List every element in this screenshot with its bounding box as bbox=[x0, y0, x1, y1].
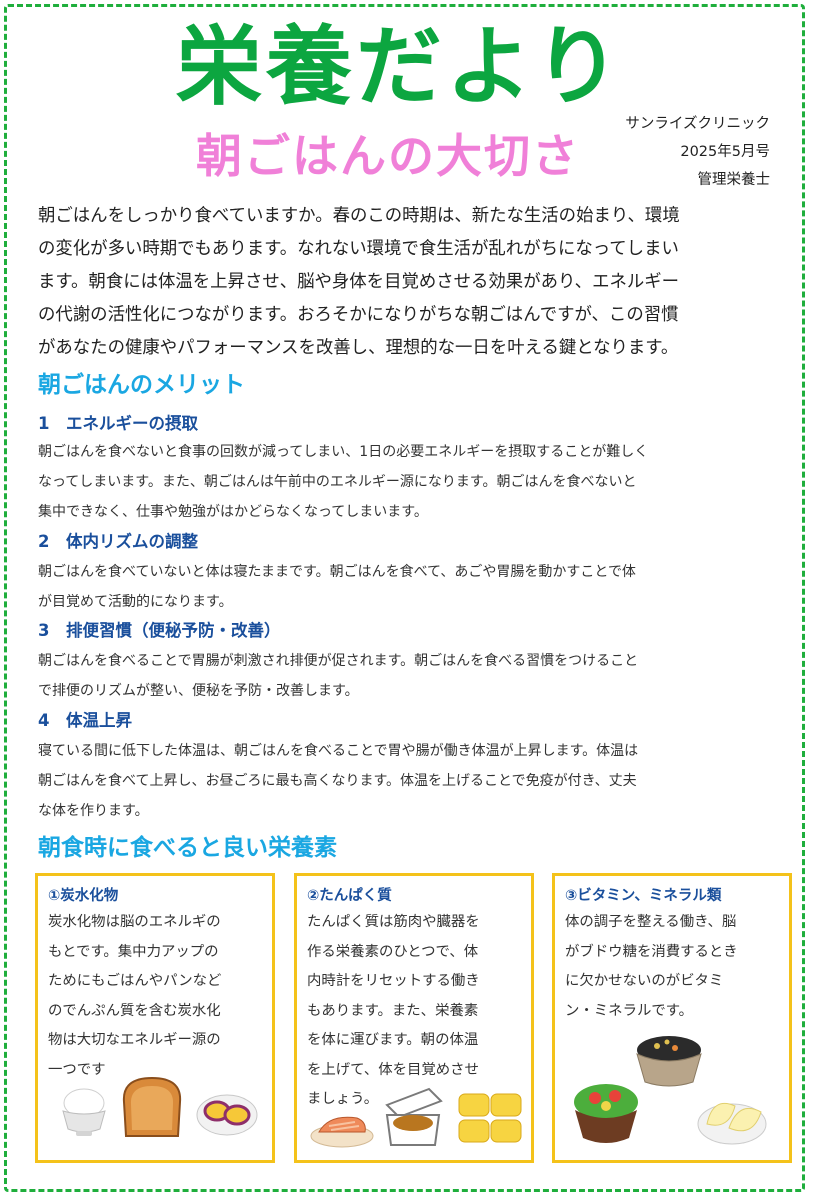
nutrient-line: を体に運びます。朝の体温 bbox=[307, 1032, 479, 1048]
nutrient-line: たんぱく質は筋肉や臓器を bbox=[307, 914, 480, 930]
article-subtitle: 朝ごはんの大切さ bbox=[196, 129, 580, 183]
nutrient-line: もあります。また、栄養素 bbox=[307, 1002, 479, 1019]
merits-heading: 朝ごはんのメリット bbox=[38, 372, 245, 398]
merit-line: が目覚めて活動的になります。 bbox=[38, 594, 233, 610]
merit-title-text: 排便習慣（便秘予防・改善） bbox=[66, 621, 281, 640]
nutrients-heading: 朝食時に食べると良い栄養素 bbox=[38, 835, 337, 861]
author-role: 管理栄養士 bbox=[697, 172, 771, 188]
nutrient-line: 物は大切なエネルギー源の bbox=[48, 1032, 221, 1048]
merit-title-text: 体内リズムの調整 bbox=[66, 532, 198, 551]
clinic-name: サンライズクリニック bbox=[625, 116, 770, 132]
intro-line: ます。朝食には体温を上昇させ、脳や身体を目覚めさせる効果があり、エネルギー bbox=[38, 272, 680, 292]
merit-number: 4 bbox=[38, 711, 50, 730]
merit-text: 朝ごはんを食べないと食事の回数が減ってしまい、1日の必要エネルギーを摂取すること… bbox=[38, 437, 778, 527]
nutrient-line: ためにもごはんやパンなど bbox=[48, 973, 222, 989]
merit-line: なってしまいます。また、朝ごはんは午前中のエネルギー源になります。朝ごはんを食べ… bbox=[38, 474, 637, 490]
merit-line: 朝ごはんを食べて上昇し、お昼ごろに最も高くなります。体温を上げることで免疫が付き… bbox=[38, 773, 637, 789]
apple-slices-icon bbox=[697, 1102, 767, 1145]
merit-text: 朝ごはんを食べることで胃腸が刺激され排便が促されます。朝ごはんを食べる習慣をつけ… bbox=[38, 646, 778, 706]
merit-number: 1 bbox=[38, 414, 50, 433]
merit-number: 2 bbox=[38, 532, 50, 551]
intro-paragraph: 朝ごはんをしっかり食べていますか。春のこの時期は、新たな生活の始まり、環境 の変… bbox=[38, 200, 778, 365]
nutrient-line: ましょう。 bbox=[307, 1091, 379, 1107]
intro-line: の変化が多い時期でもあります。なれない環境で食生活が乱れがちになってしまい bbox=[38, 239, 679, 259]
nutrient-box-protein: ②たんぱく質 たんぱく質は筋肉や臓器を 作る栄養素のひとつで、体 内時計をリセッ… bbox=[294, 873, 534, 1163]
nutrient-box-title: ①炭水化物 bbox=[48, 888, 119, 904]
merit-line: 朝ごはんを食べることで胃腸が刺激され排便が促されます。朝ごはんを食べる習慣をつけ… bbox=[38, 653, 639, 669]
nutrient-line: 一つです bbox=[48, 1061, 106, 1078]
merit-line: で排便のリズムが整い、便秘を予防・改善します。 bbox=[38, 683, 359, 699]
merit-title: 1 エネルギーの摂取 bbox=[38, 412, 198, 436]
nutrient-line: がブドウ糖を消費するとき bbox=[565, 943, 738, 960]
merit-title-text: エネルギーの摂取 bbox=[66, 414, 198, 433]
nutrient-line: もとです。集中力アップの bbox=[48, 943, 219, 960]
nutrient-box-title: ③ビタミン、ミネラル類 bbox=[565, 888, 722, 904]
merit-line: 寝ている間に低下した体温は、朝ごはんを食べることで胃や腸が働き体温が上昇します。… bbox=[38, 743, 639, 759]
natto-icon bbox=[385, 1087, 443, 1146]
merit-line: な体を作ります。 bbox=[38, 803, 149, 819]
issue-info: サンライズクリニック 2025年5月号 管理栄養士 bbox=[625, 110, 770, 194]
nutrient-line: 体の調子を整える働き、脳 bbox=[565, 914, 737, 930]
merit-text: 寝ている間に低下した体温は、朝ごはんを食べることで胃や腸が働き体温が上昇します。… bbox=[38, 736, 778, 826]
nutrient-line: ン・ミネラルです。 bbox=[565, 1002, 694, 1019]
merit-number: 3 bbox=[38, 621, 50, 640]
nutrient-box-vitamin-mineral: ③ビタミン、ミネラル類 体の調子を整える働き、脳 がブドウ糖を消費するとき に欠… bbox=[552, 873, 792, 1163]
issue-date: 2025年5月号 bbox=[680, 144, 770, 160]
toast-icon bbox=[122, 1076, 182, 1137]
nutrient-box-text: 炭水化物は脳のエネルギの もとです。集中力アップの ためにもごはんやパンなど の… bbox=[48, 908, 264, 1085]
nutrient-box-carbohydrate: ①炭水化物 炭水化物は脳のエネルギの もとです。集中力アップの ためにもごはんや… bbox=[35, 873, 275, 1163]
merit-text: 朝ごはんを食べていないと体は寝たままです。朝ごはんを食べて、あごや胃腸を動かすこ… bbox=[38, 557, 778, 617]
nutrient-box-text: 体の調子を整える働き、脳 がブドウ糖を消費するとき に欠かせないのがビタミ ン・… bbox=[565, 908, 781, 1026]
page-border bbox=[4, 4, 805, 1192]
sweet-potato-icon bbox=[196, 1094, 258, 1136]
grilled-salmon-icon bbox=[310, 1116, 374, 1148]
tamagoyaki-icon bbox=[458, 1093, 522, 1143]
intro-line: があなたの健康やパフォーマンスを改善し、理想的な一日を叶える鍵となります。 bbox=[38, 338, 679, 358]
nutrient-line: 内時計をリセットする働き bbox=[307, 973, 480, 989]
merit-line: 朝ごはんを食べないと食事の回数が減ってしまい、1日の必要エネルギーを摂取すること… bbox=[38, 444, 649, 460]
merit-title: 3 排便習慣（便秘予防・改善） bbox=[38, 619, 281, 643]
intro-line: の代謝の活性化につながります。おろそかになりがちな朝ごはんですが、この習慣 bbox=[38, 305, 679, 325]
nutrient-box-text: たんぱく質は筋肉や臓器を 作る栄養素のひとつで、体 内時計をリセットする働き も… bbox=[307, 908, 523, 1115]
nutrient-line: 炭水化物は脳のエネルギの bbox=[48, 914, 221, 930]
nutrient-line: 作る栄養素のひとつで、体 bbox=[307, 943, 479, 960]
rice-bowl-icon bbox=[62, 1088, 106, 1136]
merit-title: 2 体内リズムの調整 bbox=[38, 530, 198, 554]
merit-title-text: 体温上昇 bbox=[66, 711, 132, 730]
hijiki-bowl-icon bbox=[636, 1036, 702, 1087]
merit-line: 集中できなく、仕事や勉強がはかどらなくなってしまいます。 bbox=[38, 504, 428, 520]
nutrient-line: のでんぷん質を含む炭水化 bbox=[48, 1002, 221, 1019]
merit-line: 朝ごはんを食べていないと体は寝たままです。朝ごはんを食べて、あごや胃腸を動かすこ… bbox=[38, 564, 636, 580]
nutrient-line: を上げて、体を目覚めさせ bbox=[307, 1061, 479, 1078]
salad-bowl-icon bbox=[574, 1084, 638, 1143]
merit-title: 4 体温上昇 bbox=[38, 709, 132, 733]
nutrient-line: に欠かせないのがビタミ bbox=[565, 973, 724, 989]
newsletter-title: 栄養だより bbox=[175, 17, 625, 117]
nutrient-box-title: ②たんぱく質 bbox=[307, 888, 392, 904]
intro-line: 朝ごはんをしっかり食べていますか。春のこの時期は、新たな生活の始まり、環境 bbox=[38, 206, 680, 226]
